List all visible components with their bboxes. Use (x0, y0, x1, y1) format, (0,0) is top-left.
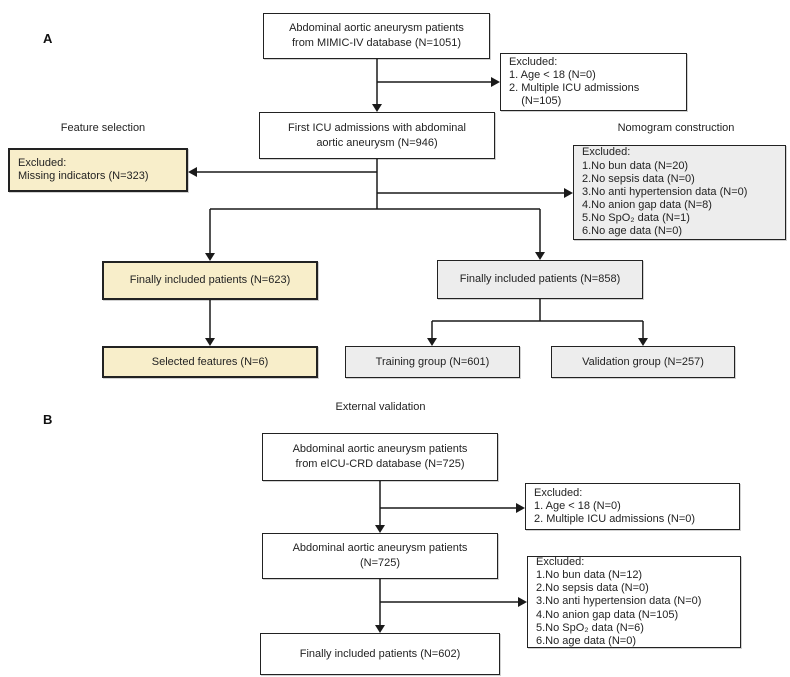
connector-to-excluded-nomogram (377, 188, 573, 198)
box-eicu-source: Abdominal aortic aneurysm patients from … (262, 433, 498, 481)
box-excluded-initial-b: Excluded: 1. Age < 18 (N=0) 2. Multiple … (525, 483, 740, 530)
box-aaa-patients-b: Abdominal aortic aneurysm patients (N=72… (262, 533, 498, 579)
connector-source-to-excluded-initial (377, 77, 500, 87)
box-excluded-missing-indicators: Excluded: Missing indicators (N=323) (8, 148, 188, 192)
connector-b-source-to-patients (375, 481, 385, 533)
box-first-icu-admissions: First ICU admissions with abdominal aort… (259, 112, 495, 159)
box-validation-group: Validation group (N=257) (551, 346, 735, 378)
connector-train-valid-split (427, 299, 648, 346)
connector-to-excluded-missing (188, 167, 377, 177)
external-validation-label: External validation (335, 401, 426, 413)
box-finally-included-features: Finally included patients (N=623) (102, 261, 318, 300)
panel-b-label: B (43, 412, 53, 427)
nomogram-construction-label: Nomogram construction (617, 122, 735, 134)
connector-b-to-excluded-initial (380, 503, 525, 513)
box-excluded-data-b: Excluded: 1.No bun data (N=12) 2.No seps… (527, 556, 741, 648)
connector-b-patients-to-final (375, 579, 385, 633)
box-selected-features: Selected features (N=6) (102, 346, 318, 378)
connector-b-to-excluded-data (380, 597, 527, 607)
box-training-group: Training group (N=601) (345, 346, 520, 378)
connector-split-to-included-nomogram (535, 209, 545, 260)
connector-split-to-included-features (205, 209, 215, 261)
box-mimic-source: Abdominal aortic aneurysm patients from … (263, 13, 490, 59)
box-finally-included-b: Finally included patients (N=602) (260, 633, 500, 675)
panel-a-label: A (43, 31, 53, 46)
box-excluded-nomogram: Excluded: 1.No bun data (N=20) 2.No seps… (573, 145, 786, 240)
feature-selection-label: Feature selection (60, 122, 146, 134)
connector-included-to-selected-features (205, 300, 215, 346)
box-excluded-initial-a: Excluded: 1. Age < 18 (N=0) 2. Multiple … (500, 53, 687, 111)
connector-source-to-firsticu (372, 59, 382, 112)
box-finally-included-nomogram: Finally included patients (N=858) (437, 260, 643, 299)
